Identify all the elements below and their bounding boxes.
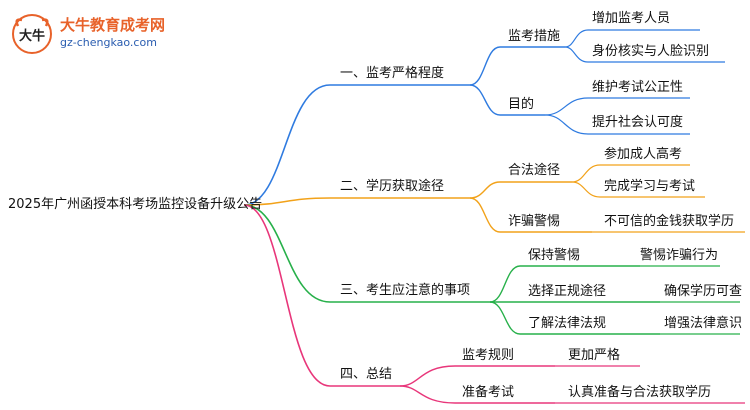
leaf-stricter: 更加严格 — [568, 348, 621, 363]
leaf-adult-exam: 参加成人高考 — [604, 147, 683, 162]
leaf-social-recognition: 提升社会认可度 — [592, 115, 684, 130]
node-exam-prep: 准备考试 — [462, 385, 515, 400]
leaf-prepare-legally: 认真准备与合法获取学历 — [568, 385, 712, 400]
leaf-verifiable-degree: 确保学历可查 — [664, 284, 743, 299]
node-purpose: 目的 — [508, 97, 535, 112]
branch-2-label: 二、学历获取途径 — [340, 179, 445, 194]
node-stay-alert: 保持警惕 — [528, 248, 581, 263]
leaf-complete-study: 完成学习与考试 — [604, 179, 696, 194]
node-supervision-measures: 监考措施 — [508, 29, 561, 44]
node-choose-legit-path: 选择正规途径 — [528, 284, 607, 299]
connector-root-branch2 — [243, 197, 331, 206]
connector-root-branch1 — [243, 84, 331, 206]
connector-root-branch3 — [243, 204, 331, 303]
leaf-untrusted-degree: 不可信的金钱获取学历 — [604, 214, 735, 229]
leaf-beware-fraud: 警惕诈骗行为 — [640, 248, 719, 263]
node-legal-path: 合法途径 — [508, 163, 561, 178]
branch-4-label: 四、总结 — [340, 367, 393, 382]
logo-title: 大牛教育成考网 — [60, 16, 166, 34]
leaf-legal-awareness: 增强法律意识 — [664, 316, 743, 331]
site-logo[interactable]: 大牛 大牛教育成考网 gz-chengkao.com — [10, 12, 200, 56]
node-fraud-alert: 诈骗警惕 — [508, 214, 561, 229]
node-exam-rules: 监考规则 — [462, 348, 515, 363]
leaf-identity-face-check: 身份核实与人脸识别 — [592, 44, 710, 59]
connector-root-branch4 — [243, 204, 331, 387]
logo-mark-text: 大牛 — [19, 28, 45, 44]
leaf-exam-fairness: 维护考试公正性 — [592, 80, 684, 95]
mindmap-root-title: 2025年广州函授本科考场监控设备升级公告 — [8, 197, 263, 212]
bull-logo-icon: 大牛 — [12, 14, 52, 54]
node-know-laws: 了解法律法规 — [528, 316, 607, 331]
branch-1-label: 一、监考严格程度 — [340, 66, 445, 81]
logo-url: gz-chengkao.com — [60, 36, 157, 49]
leaf-add-invigilators: 增加监考人员 — [592, 11, 671, 26]
branch-3-label: 三、考生应注意的事项 — [340, 283, 471, 298]
